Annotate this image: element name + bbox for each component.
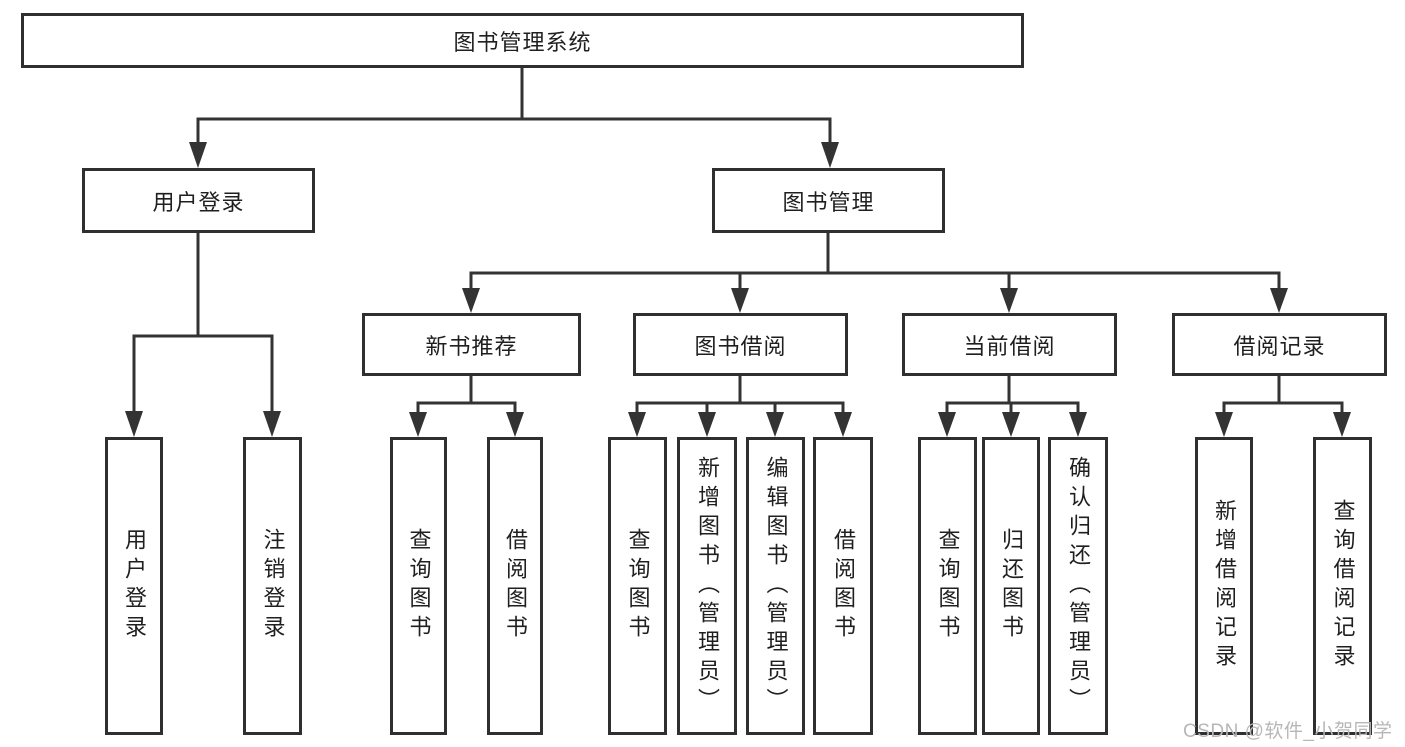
- connector-current-borrow-to-leaves: [938, 376, 1087, 437]
- leaf-query-books-borrow: 查询图书: [608, 437, 667, 735]
- leaf-query-books-recommend: 查询图书: [390, 437, 447, 735]
- node-label: 当前借阅: [963, 333, 1056, 359]
- connector-new-book-to-leaves: [409, 376, 524, 437]
- node-user-login: 用户登录: [82, 168, 315, 233]
- node-book-borrowing: 图书借阅: [633, 313, 848, 376]
- leaf-edit-book-admin: 编辑图书（管理员）: [746, 437, 805, 735]
- leaf-return-books: 归还图书: [982, 437, 1040, 735]
- connector-book-borrow-to-leaves: [628, 376, 852, 437]
- node-label: 图书管理: [782, 189, 875, 215]
- node-library-management-system: 图书管理系统: [21, 13, 1024, 68]
- leaf-label: 确认归还（管理员）: [1066, 455, 1091, 717]
- node-borrowing-records: 借阅记录: [1172, 313, 1387, 376]
- node-label: 新书推荐: [425, 333, 518, 359]
- leaf-label: 查询图书: [406, 528, 432, 644]
- leaf-label: 编辑图书（管理员）: [763, 455, 789, 717]
- leaf-add-borrow-record: 新增借阅记录: [1195, 437, 1253, 735]
- leaf-label: 注销登录: [260, 528, 286, 644]
- connector-book-management-to-level3: [462, 233, 1288, 313]
- leaf-label: 归还图书: [999, 528, 1024, 644]
- node-book-management: 图书管理: [712, 168, 945, 233]
- leaf-add-book-admin: 新增图书（管理员）: [677, 437, 737, 735]
- node-label: 用户登录: [152, 189, 245, 215]
- csdn-watermark: CSDN @软件_小贺同学: [1183, 721, 1393, 742]
- connector-borrow-record-to-leaves: [1215, 376, 1351, 437]
- leaf-label: 借阅图书: [503, 528, 528, 644]
- leaf-label: 新增图书（管理员）: [695, 455, 720, 717]
- leaf-borrow-books-recommend: 借阅图书: [487, 437, 543, 735]
- leaf-label: 查询图书: [625, 528, 651, 644]
- node-label: 图书管理系统: [453, 29, 592, 55]
- leaf-user-login: 用户登录: [105, 437, 163, 735]
- leaf-confirm-return-admin: 确认归还（管理员）: [1048, 437, 1108, 735]
- leaf-query-books-current: 查询图书: [918, 437, 977, 735]
- leaf-label: 新增借阅记录: [1212, 499, 1237, 673]
- leaf-label: 用户登录: [122, 528, 147, 644]
- node-current-borrowing: 当前借阅: [902, 313, 1117, 376]
- leaf-query-borrow-record: 查询借阅记录: [1313, 437, 1372, 735]
- node-label: 图书借阅: [694, 333, 787, 359]
- leaf-label: 借阅图书: [831, 528, 856, 644]
- leaf-logout: 注销登录: [243, 437, 302, 735]
- leaf-label: 查询图书: [935, 528, 961, 644]
- connector-user-login-to-leaves: [125, 233, 281, 437]
- leaf-borrow-books: 借阅图书: [813, 437, 873, 735]
- connector-root-to-level2: [189, 68, 839, 168]
- leaf-label: 查询借阅记录: [1330, 499, 1356, 673]
- node-new-book-recommendation: 新书推荐: [362, 313, 581, 376]
- node-label: 借阅记录: [1233, 333, 1326, 359]
